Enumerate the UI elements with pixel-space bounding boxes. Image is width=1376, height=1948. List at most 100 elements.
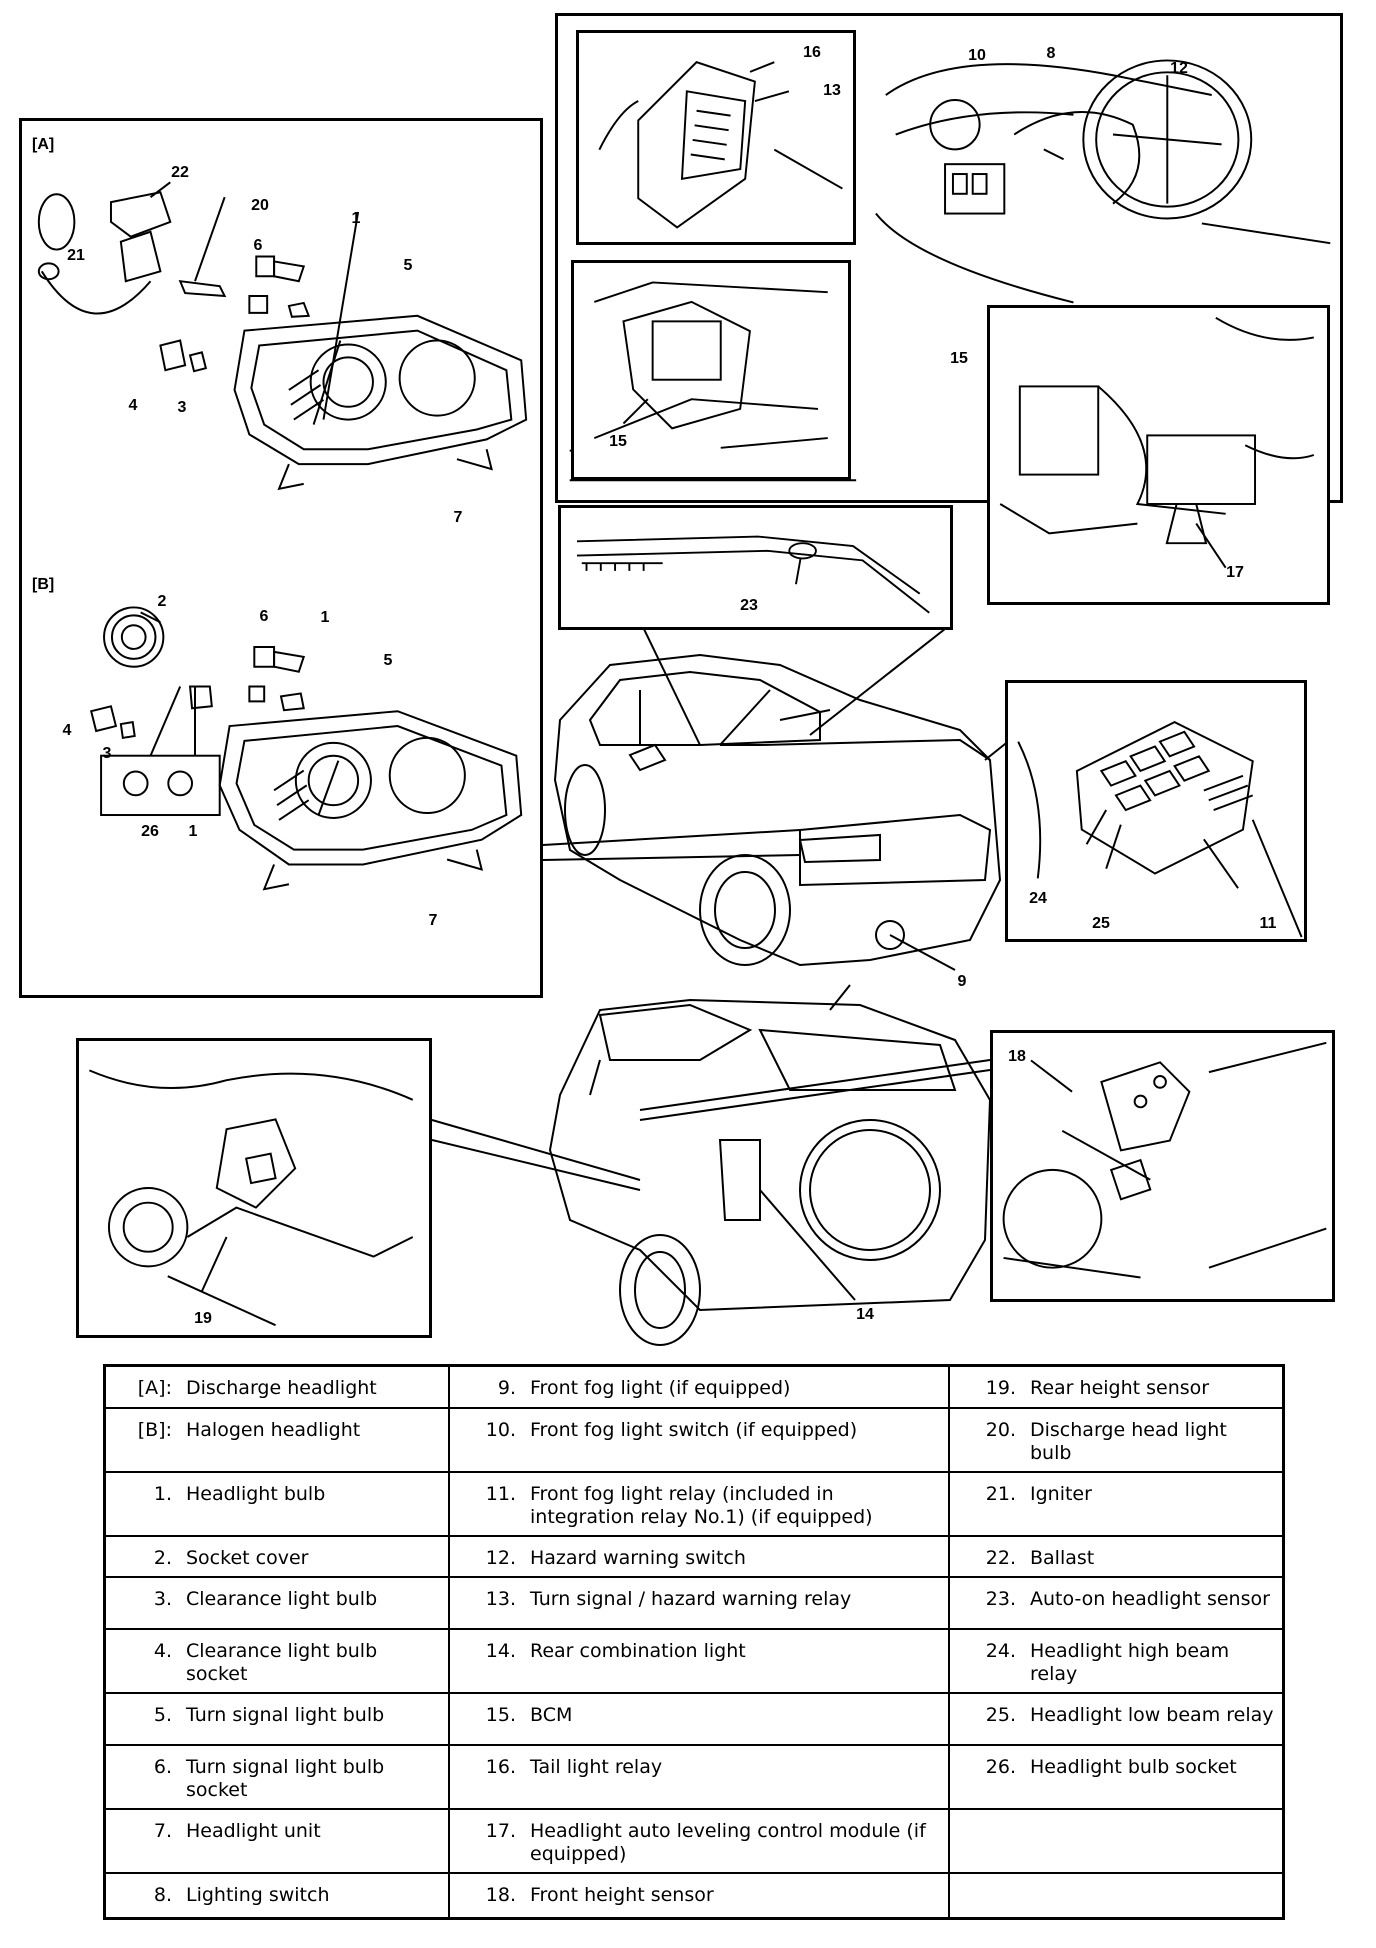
legend-cell: 7.Headlight unit [103, 1807, 450, 1874]
callout-25: 25 [1092, 915, 1110, 932]
callout-22: 22 [171, 164, 189, 181]
callout-15: 15 [950, 350, 968, 367]
legend-number: 13. [485, 1587, 516, 1610]
callout-6: 6 [253, 237, 263, 254]
legend-number: 19. [985, 1377, 1016, 1399]
legend-description: Front fog light (if equipped) [530, 1377, 791, 1399]
legend-cell: 4.Clearance light bulb socket [103, 1627, 450, 1694]
callout-15: 15 [609, 433, 627, 450]
legend-cell: 3. Clearance light bulb [103, 1575, 450, 1630]
legend-description: Turn signal light bulb [186, 1703, 385, 1726]
callout-7: 7 [453, 509, 463, 526]
legend-number: 3. [153, 1587, 172, 1610]
inset-front-height-sensor-18: 18 [990, 1030, 1335, 1302]
callout-12: 12 [1170, 60, 1188, 77]
callout-3: 3 [102, 745, 112, 762]
callout-1: 1 [351, 210, 361, 227]
callout-2: 2 [157, 593, 167, 610]
legend-cell: 17.Headlight auto leveling control modul… [448, 1807, 950, 1874]
legend-number: 1. [153, 1482, 172, 1505]
legend-number: 6. [153, 1755, 172, 1778]
callout-6: 6 [259, 608, 269, 625]
callout-23: 23 [740, 597, 758, 614]
legend-cell: [B]:Halogen headlight [103, 1406, 450, 1473]
inset-leveling-module-17: 17 [987, 305, 1330, 605]
legend-number: 15. [485, 1703, 516, 1726]
callout-1: 1 [320, 609, 330, 626]
legend-description: Rear combination light [530, 1639, 746, 1662]
rear-vehicle-drawing [548, 984, 992, 1346]
legend-cell: 26.Headlight bulb socket [948, 1743, 1285, 1810]
legend-description: BCM [530, 1703, 573, 1726]
legend-number: 20. [985, 1418, 1016, 1441]
legend-description: Lighting switch [186, 1883, 330, 1906]
legend-number: 7. [153, 1819, 172, 1842]
legend-cell: 1. Headlight bulb [103, 1470, 450, 1537]
legend-description: Front fog light switch (if equipped) [530, 1418, 858, 1441]
legend-row: [B]:Halogen headlight 10. Front fog light … [103, 1406, 1285, 1473]
legend-number: 5. [153, 1703, 172, 1726]
legend-description: Clearance light bulb [186, 1587, 378, 1610]
inset-rear-height-sensor-19: 19 [76, 1038, 432, 1338]
legend-description: Headlight low beam relay [1030, 1703, 1274, 1726]
legend-cell: 22.Ballast [948, 1534, 1285, 1578]
inset-bcm-15: 15 [571, 260, 851, 480]
callout-3: 3 [177, 399, 187, 416]
legend-cell: 8.Lighting switch [103, 1871, 450, 1920]
legend-cell [948, 1807, 1285, 1874]
front-vehicle-drawing [553, 653, 1002, 967]
callout-13: 13 [823, 82, 841, 99]
legend-cell: 23.Auto-on headlight sensor [948, 1575, 1285, 1630]
legend-row: 1. Headlight bulb 11. Front fog light relay… [103, 1470, 1285, 1537]
legend-number: 11. [485, 1482, 516, 1505]
legend-number: 2. [153, 1546, 172, 1569]
legend-number: 25. [985, 1703, 1016, 1726]
legend-cell: 11. Front fog light relay (included in in… [448, 1470, 950, 1537]
legend-description: Ballast [1030, 1546, 1095, 1569]
legend-cell: 24.Headlight high beam relay [948, 1627, 1285, 1694]
callout-4: 4 [128, 397, 138, 414]
callout-7: 7 [428, 912, 438, 929]
legend-description: Turn signal / hazard warning relay [530, 1587, 852, 1610]
legend-cell: 18.Front height sensor [448, 1871, 950, 1920]
legend-cell: 9. Front fog light (if equipped) [448, 1364, 950, 1409]
legend-description: Igniter [1030, 1482, 1092, 1505]
callout-18: 18 [1008, 1048, 1026, 1065]
legend-description: Front height sensor [530, 1883, 714, 1906]
legend-cell: 21.Igniter [948, 1470, 1285, 1537]
callout-20: 20 [251, 197, 269, 214]
legend-description: Discharge headlight [186, 1377, 377, 1399]
callout-24: 24 [1029, 890, 1047, 907]
callout-17: 17 [1226, 564, 1244, 581]
callout-9: 9 [957, 973, 967, 990]
legend-cell: 14.Rear combination light [448, 1627, 950, 1694]
legend-description: Clearance light bulb socket [186, 1639, 378, 1685]
legend-number: 26. [985, 1755, 1016, 1778]
legend-number: 9. [497, 1377, 516, 1399]
panel-a-label: [A] [32, 136, 55, 153]
legend-cell: 2.Socket cover [103, 1534, 450, 1578]
legend-number: 24. [985, 1639, 1016, 1662]
legend-number: 10. [485, 1418, 516, 1441]
legend-description: Halogen headlight [186, 1418, 361, 1441]
callout-5: 5 [383, 652, 393, 669]
callout-1: 1 [188, 823, 198, 840]
legend-description: Front fog light relay (included in integ… [530, 1482, 873, 1528]
legend-cell: 6.Turn signal light bulb socket [103, 1743, 450, 1810]
legend-cell: 16.Tail light relay [448, 1743, 950, 1810]
callout-10: 10 [968, 47, 986, 64]
legend-cell: 20. Discharge head light bulb [948, 1406, 1285, 1473]
legend-description: Headlight bulb [186, 1482, 326, 1505]
callout-8: 8 [1046, 45, 1056, 62]
legend-number: 16. [485, 1755, 516, 1778]
legend-description: Discharge head light bulb [1030, 1418, 1227, 1464]
legend-number: 23. [985, 1587, 1016, 1610]
callout-16: 16 [803, 44, 821, 61]
